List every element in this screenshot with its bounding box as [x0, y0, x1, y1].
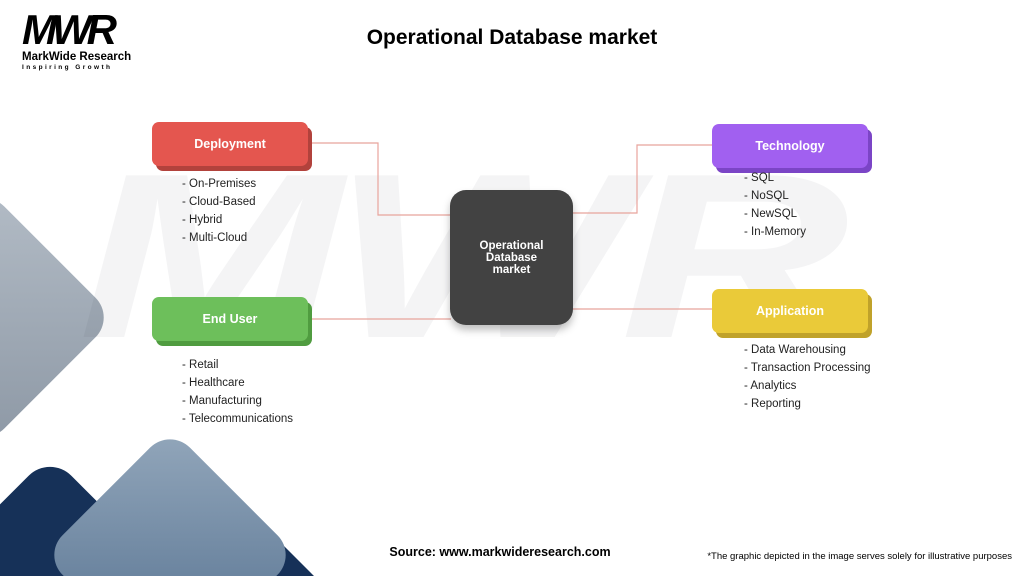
category-label: End User: [202, 312, 258, 326]
logo-acronym: MWR: [22, 6, 117, 53]
list-item: On-Premises: [182, 178, 256, 190]
connector-technology: [572, 144, 712, 214]
list-item: Multi-Cloud: [182, 232, 256, 244]
list-item: Cloud-Based: [182, 196, 256, 208]
category-list-deployment: On-Premises Cloud-Based Hybrid Multi-Clo…: [182, 178, 256, 250]
category-box-end-user: End User: [152, 297, 308, 341]
list-item: Healthcare: [182, 377, 293, 389]
category-box-application: Application: [712, 289, 868, 333]
center-node: Operational Database market: [450, 190, 573, 325]
page-title: Operational Database market: [366, 26, 658, 49]
category-list-end-user: Retail Healthcare Manufacturing Telecomm…: [182, 359, 293, 431]
connector-deployment: [308, 142, 451, 216]
category-label: Technology: [755, 139, 825, 153]
list-item: Hybrid: [182, 214, 256, 226]
list-item: In-Memory: [744, 226, 806, 238]
list-item: NewSQL: [744, 208, 806, 220]
list-item: Data Warehousing: [744, 344, 871, 356]
center-node-label: Operational Database market: [479, 239, 544, 276]
list-item: Analytics: [744, 380, 871, 392]
category-label: Deployment: [194, 137, 266, 151]
list-item: SQL: [744, 172, 806, 184]
logo-name: MarkWide Research: [22, 50, 132, 63]
list-item: Reporting: [744, 398, 871, 410]
logo-tagline: Inspiring Growth: [22, 63, 113, 71]
category-box-technology: Technology: [712, 124, 868, 168]
source-text: Source: www.markwideresearch.com: [389, 545, 611, 559]
category-label: Application: [755, 304, 825, 318]
list-item: NoSQL: [744, 190, 806, 202]
list-item: Retail: [182, 359, 293, 371]
disclaimer-text: *The graphic depicted in the image serve…: [707, 551, 1012, 562]
list-item: Transaction Processing: [744, 362, 871, 374]
category-list-technology: SQL NoSQL NewSQL In-Memory: [744, 172, 806, 244]
category-list-application: Data Warehousing Transaction Processing …: [744, 344, 871, 416]
list-item: Telecommunications: [182, 413, 293, 425]
category-box-deployment: Deployment: [152, 122, 308, 166]
list-item: Manufacturing: [182, 395, 293, 407]
logo: MWR MarkWide Research Inspiring Growth: [22, 6, 132, 71]
